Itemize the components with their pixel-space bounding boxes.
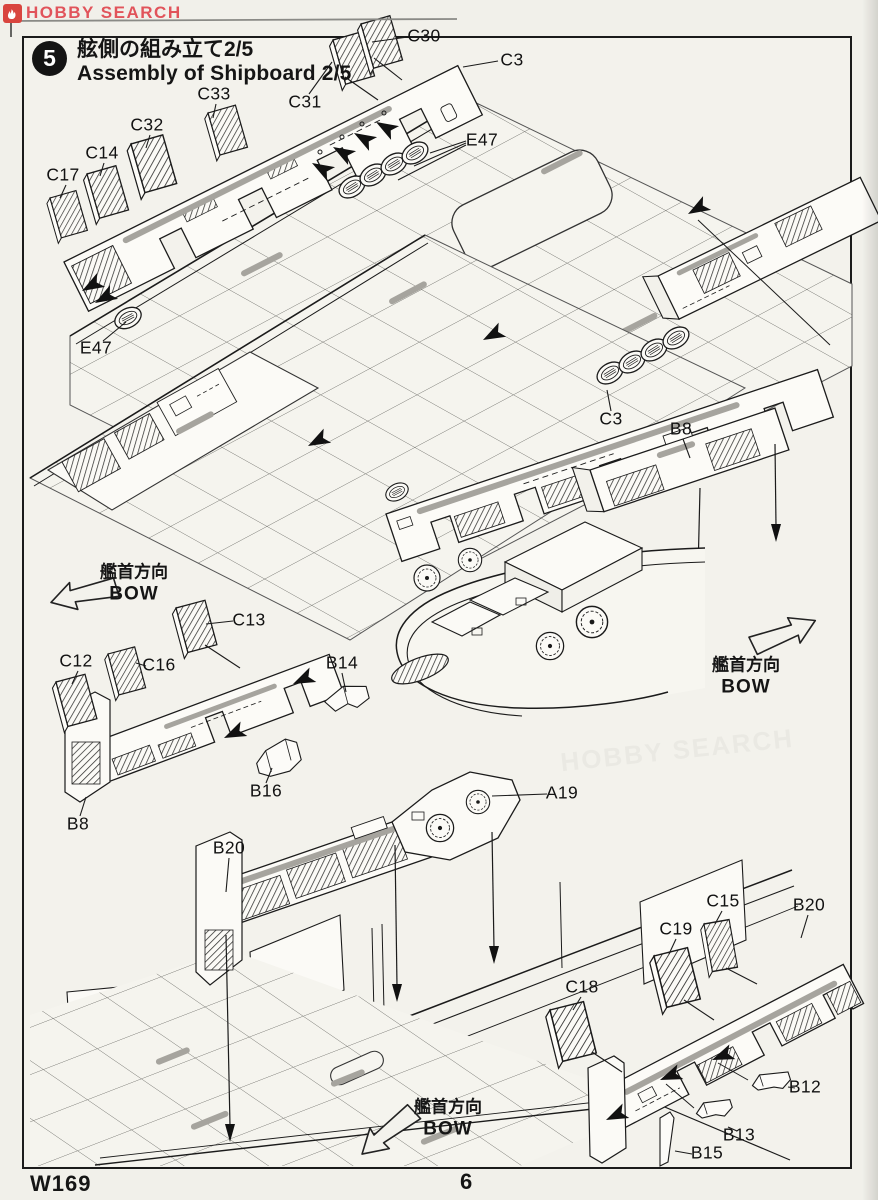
bow-label-japanese: 艦首方向 bbox=[100, 562, 168, 582]
part-label-b16-15: B16 bbox=[249, 780, 283, 801]
step-header: 5 舷側の組み立て2/5 Assembly of Shipboard 2/5 bbox=[32, 38, 352, 86]
brand-text: HOBBY SEARCH bbox=[26, 3, 182, 22]
page-number: 6 bbox=[460, 1169, 473, 1194]
step-title-english: Assembly of Shipboard 2/5 bbox=[77, 62, 352, 86]
part-b12 bbox=[751, 1071, 792, 1091]
hangar-deck-middle bbox=[28, 234, 747, 641]
part-label-c19-20: C19 bbox=[659, 918, 693, 939]
part-b16 bbox=[256, 738, 302, 777]
part-label-b20-22: B20 bbox=[792, 894, 826, 915]
part-label-b20-18: B20 bbox=[212, 837, 246, 858]
part-b14 bbox=[323, 685, 370, 712]
part-label-e47-8: E47 bbox=[79, 337, 113, 358]
bow-label-english: BOW bbox=[721, 676, 771, 698]
part-b13 bbox=[695, 1099, 733, 1119]
part-label-c14-5: C14 bbox=[85, 142, 119, 163]
hull-strip-middle-left bbox=[50, 599, 370, 803]
part-label-b13-24: B13 bbox=[722, 1124, 756, 1145]
part-label-c15-21: C15 bbox=[706, 890, 740, 911]
part-label-c13-11: C13 bbox=[232, 609, 266, 630]
step-number-badge: 5 bbox=[32, 41, 67, 76]
part-label-c16-13: C16 bbox=[142, 654, 176, 675]
part-label-c12-12: C12 bbox=[59, 650, 93, 671]
hull-strip-deck-right bbox=[641, 176, 878, 346]
part-label-c18-19: C18 bbox=[565, 976, 599, 997]
step-title-japanese: 舷側の組み立て2/5 bbox=[77, 38, 254, 61]
hull-strip-top bbox=[63, 64, 484, 313]
part-label-c31-3: C31 bbox=[288, 91, 322, 112]
hull-strip-stern-right bbox=[543, 918, 865, 1167]
part-label-c3-1: C3 bbox=[500, 49, 524, 70]
part-label-c3-9: C3 bbox=[599, 408, 623, 429]
part-label-b8-10: B8 bbox=[669, 418, 693, 439]
hobby-search-watermark: HOBBY SEARCH bbox=[3, 3, 182, 23]
part-label-b15-25: B15 bbox=[690, 1142, 724, 1163]
part-label-b12-23: B12 bbox=[788, 1076, 822, 1097]
part-label-a19-17: A19 bbox=[545, 782, 579, 803]
part-label-c32-4: C32 bbox=[130, 114, 164, 135]
logo-strike-line bbox=[5, 18, 458, 37]
part-b15 bbox=[659, 1111, 675, 1167]
part-a19-platform bbox=[391, 771, 521, 1002]
flame-icon bbox=[3, 3, 22, 23]
part-label-c30-0: C30 bbox=[407, 25, 441, 46]
bow-label-english: BOW bbox=[109, 583, 159, 605]
part-label-b14-14: B14 bbox=[325, 652, 359, 673]
leader-lines bbox=[59, 36, 809, 1155]
bow-hull-section bbox=[391, 521, 706, 717]
part-b8-middle bbox=[571, 407, 790, 588]
kit-sheet-code: W169 bbox=[30, 1171, 92, 1196]
bow-label-japanese: 艦首方向 bbox=[712, 655, 780, 675]
part-label-c17-6: C17 bbox=[46, 164, 80, 185]
bow-label-japanese: 艦首方向 bbox=[414, 1097, 482, 1117]
part-label-e47-7: E47 bbox=[465, 129, 499, 150]
bow-label-english: BOW bbox=[423, 1118, 473, 1140]
part-label-c33-2: C33 bbox=[197, 83, 231, 104]
part-label-b8-16: B8 bbox=[66, 813, 90, 834]
stern-deck-grid bbox=[30, 950, 791, 1166]
